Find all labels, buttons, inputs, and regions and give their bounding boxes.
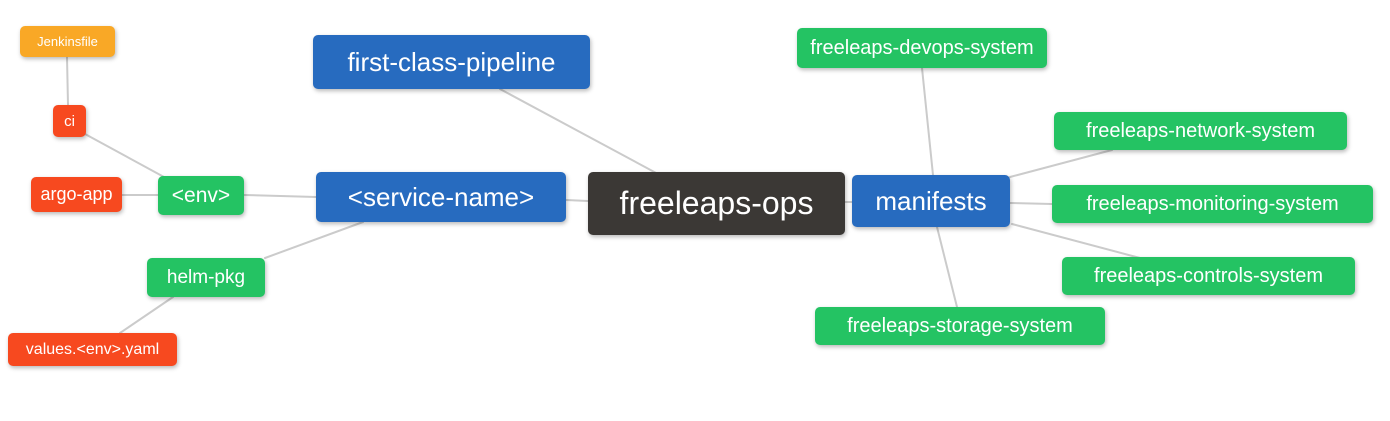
node-jenkinsfile-label: Jenkinsfile	[37, 34, 98, 49]
node-values-env-yaml-label: values.<env>.yaml	[25, 340, 160, 358]
node-argo-app[interactable]: argo-app	[31, 177, 122, 212]
edge-helm-pkg-values	[119, 296, 174, 334]
node-values-env-yaml[interactable]: values.<env>.yaml	[8, 333, 177, 366]
node-monitoring-system-label: freeleaps-monitoring-system	[1086, 192, 1339, 215]
edge-env-service-name	[243, 194, 317, 198]
node-storage-system[interactable]: freeleaps-storage-system	[815, 307, 1105, 345]
node-ci[interactable]: ci	[53, 105, 86, 137]
node-controls-system-label: freeleaps-controls-system	[1094, 264, 1323, 287]
node-jenkinsfile[interactable]: Jenkinsfile	[20, 26, 115, 57]
node-manifests-label: manifests	[875, 185, 987, 216]
edge-service-name-helm-pkg	[264, 221, 364, 259]
edge-manifests-controls	[1011, 223, 1141, 259]
edge-manifests-network	[1009, 149, 1113, 178]
edge-manifests-storage	[936, 226, 958, 308]
node-service-name[interactable]: <service-name>	[316, 172, 566, 222]
node-monitoring-system[interactable]: freeleaps-monitoring-system	[1052, 185, 1373, 223]
node-env-label: <env>	[171, 183, 231, 207]
edge-manifests-devops	[921, 67, 934, 176]
edge-ci-env	[84, 133, 165, 178]
node-devops-system-label: freeleaps-devops-system	[810, 36, 1034, 59]
edge-pipeline-ops	[499, 88, 659, 175]
node-freeleaps-ops-label: freeleaps-ops	[619, 185, 814, 221]
edge-manifests-monitoring	[1009, 202, 1053, 205]
node-first-class-pipeline[interactable]: first-class-pipeline	[313, 35, 590, 89]
node-freeleaps-ops-root[interactable]: freeleaps-ops	[588, 172, 845, 235]
node-controls-system[interactable]: freeleaps-controls-system	[1062, 257, 1355, 295]
node-first-class-pipeline-label: first-class-pipeline	[347, 46, 556, 77]
edge-service-name-ops	[565, 199, 589, 202]
node-ci-label: ci	[64, 112, 75, 130]
edge-jenkinsfile-ci	[66, 56, 69, 106]
node-manifests[interactable]: manifests	[852, 175, 1010, 227]
node-devops-system[interactable]: freeleaps-devops-system	[797, 28, 1047, 68]
node-helm-pkg-label: helm-pkg	[166, 266, 246, 288]
node-network-system[interactable]: freeleaps-network-system	[1054, 112, 1347, 150]
node-env[interactable]: <env>	[158, 176, 244, 215]
node-helm-pkg[interactable]: helm-pkg	[147, 258, 265, 297]
node-service-name-label: <service-name>	[347, 181, 535, 212]
node-argo-app-label: argo-app	[40, 184, 113, 204]
node-storage-system-label: freeleaps-storage-system	[847, 314, 1073, 337]
node-network-system-label: freeleaps-network-system	[1086, 119, 1315, 142]
